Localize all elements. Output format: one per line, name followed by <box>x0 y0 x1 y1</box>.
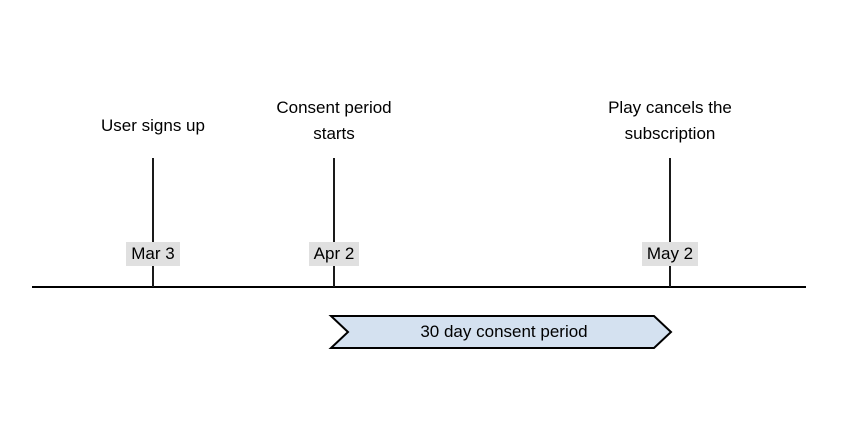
event-caption-consent-period-starts: Consent period starts <box>276 98 392 143</box>
event-tick-user-signs-up <box>152 158 154 287</box>
event-date-play-cancels-subscription: May 2 <box>580 240 760 268</box>
consent-period-banner: 30 day consent period <box>328 315 673 349</box>
event-date-label-user-signs-up: Mar 3 <box>126 242 180 266</box>
event-caption-user-signs-up: User signs up <box>101 116 205 135</box>
event-date-consent-period-starts: Apr 2 <box>244 240 424 268</box>
event-tick-consent-period-starts <box>333 158 335 287</box>
consent-period-chevron-shape <box>328 315 673 349</box>
event-date-label-consent-period-starts: Apr 2 <box>308 242 360 266</box>
event-date-label-play-cancels-subscription: May 2 <box>641 242 699 266</box>
event-tick-play-cancels-subscription <box>669 158 671 287</box>
timeline-axis-line <box>32 286 806 288</box>
event-date-user-signs-up: Mar 3 <box>63 240 243 268</box>
chevron-polygon <box>328 315 673 349</box>
event-caption-play-cancels-subscription: Play cancels the subscription <box>608 98 732 143</box>
consent-period-banner-label: 30 day consent period <box>420 322 588 341</box>
